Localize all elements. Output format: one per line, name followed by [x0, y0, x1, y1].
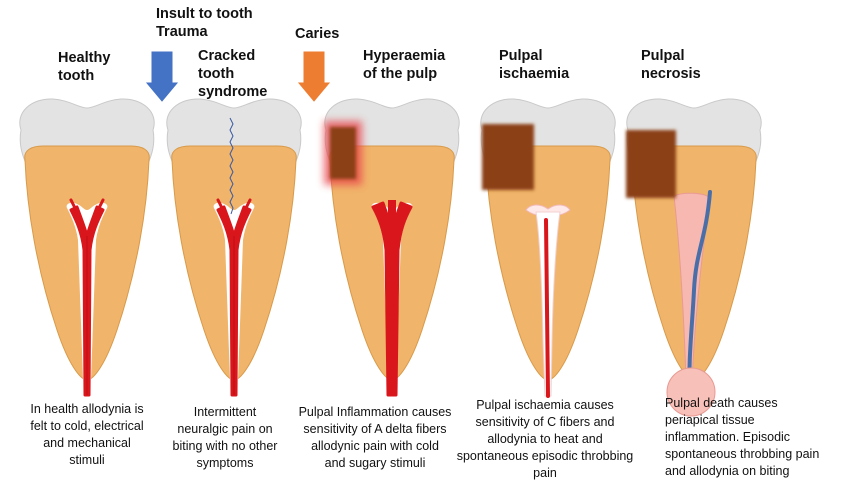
stage-title-hyperaemia: Hyperaemia of the pulp — [363, 47, 445, 83]
text-line: sensitivity of C fibers and — [475, 415, 615, 429]
text-line: In health allodynia is — [30, 402, 144, 416]
text-line: tooth — [198, 66, 235, 82]
text-line: and allodynia on biting — [665, 464, 790, 478]
text-line: Pulpal Inflammation causes — [298, 405, 452, 419]
stage-title-healthy: Healthy tooth — [58, 49, 110, 85]
text-line: felt to cold, electrical — [30, 419, 144, 433]
text-line: neuralgic pain on — [177, 422, 273, 436]
stage-caption-cracked: Intermittent neuralgic pain on biting with… — [125, 404, 325, 472]
stage-caption-ischaemia: Pulpal ischaemia causes sensitivity of C … — [445, 397, 645, 482]
text-line: pain — [533, 466, 557, 480]
text-line: Pulpal — [641, 48, 685, 64]
stage-title-ischaemia: Pulpal ischaemia — [499, 47, 569, 83]
stage-caption-healthy: In health allodynia is felt to cold, elec… — [0, 401, 187, 469]
text-line: symptoms — [196, 456, 254, 470]
text-line: Hyperaemia — [363, 48, 446, 64]
text-line: spontaneous throbbing pain — [665, 447, 820, 461]
text-line: necrosis — [641, 66, 701, 82]
ischaemic-pulp — [525, 204, 571, 398]
stage-title-cracked: Cracked tooth syndrome — [198, 47, 267, 101]
text-line: spontaneous episodic throbbing — [456, 449, 634, 463]
caries-arrow-icon — [297, 51, 331, 102]
stage-caption-necrosis: Pulpal death causes periapical tissue infl… — [665, 395, 819, 480]
caries-lesion — [324, 121, 362, 185]
pulp-vessels — [216, 198, 252, 397]
pulp-vessels — [69, 198, 105, 397]
text-line: allodynic pain with cold — [311, 439, 439, 453]
text-line: Cracked — [198, 48, 256, 64]
tooth-healthy — [19, 98, 155, 397]
text-line: Pulpal death causes — [665, 396, 778, 410]
text-line: stimuli — [69, 453, 105, 467]
tooth-cracked — [166, 98, 302, 397]
text-line: tooth — [58, 68, 95, 84]
text-line: Intermittent — [193, 405, 257, 419]
caries-lesion — [482, 124, 534, 190]
text-line: sensitivity of A delta fibers — [303, 422, 447, 436]
text-line: Pulpal — [499, 48, 543, 64]
text-line: of the pulp — [363, 66, 438, 82]
text-line: Caries — [295, 26, 340, 42]
insult-label-caries: Caries — [295, 25, 339, 43]
text-line: and mechanical — [43, 436, 131, 450]
text-line: syndrome — [198, 84, 268, 100]
tooth-necrosis — [626, 98, 762, 417]
text-line: ischaemia — [499, 66, 570, 82]
stage-caption-hyperaemia: Pulpal Inflammation causes sensitivity of… — [275, 404, 475, 472]
text-line: periapical tissue — [665, 413, 755, 427]
stage-title-necrosis: Pulpal necrosis — [641, 47, 701, 83]
text-line: Healthy — [58, 50, 111, 66]
text-line: Trauma — [156, 24, 208, 40]
text-line: Pulpal ischaemia causes — [476, 398, 614, 412]
text-line: Insult to tooth — [156, 6, 253, 22]
inflamed-pulp — [371, 200, 413, 397]
trauma-arrow-icon — [145, 51, 179, 102]
necrotic-vessel — [687, 190, 712, 398]
periapical-lesion — [666, 367, 716, 417]
necrotic-pulp — [673, 190, 712, 398]
crack-line — [229, 117, 234, 215]
text-line: allodynia to heat and — [487, 432, 603, 446]
text-line: biting with no other — [172, 439, 278, 453]
tooth-ischaemia — [480, 98, 616, 398]
text-line: inflammation. Episodic — [665, 430, 791, 444]
caries-lesion — [626, 130, 676, 198]
tooth-hyperaemia — [324, 98, 460, 397]
text-line: and sugary stimuli — [324, 456, 426, 470]
